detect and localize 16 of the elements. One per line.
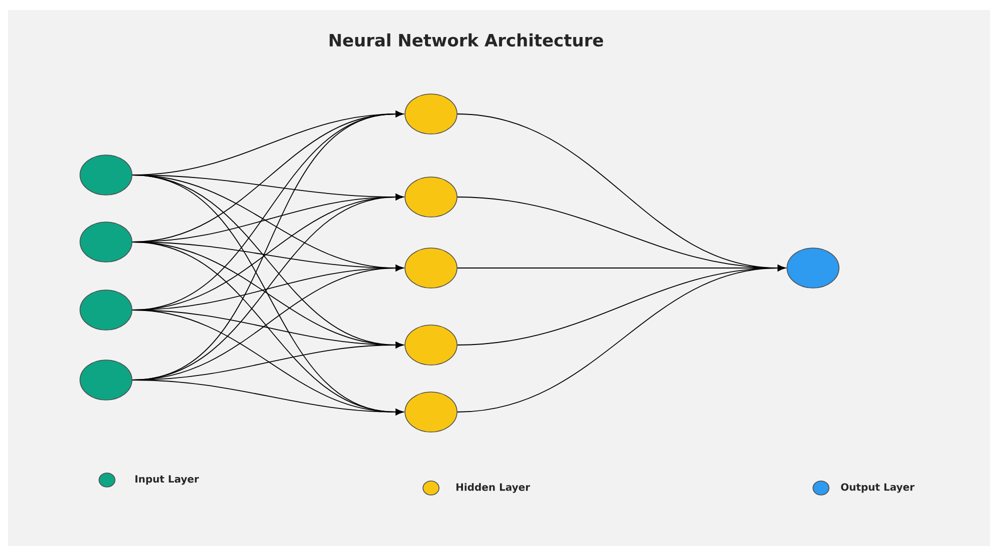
neuron-circle [80,290,132,330]
legend-label: Input Layer [135,475,199,485]
neuron-circle [404,324,458,366]
arrow [132,380,404,416]
neuron-circle [786,248,840,288]
arrow [456,264,786,412]
neuron-circle [80,222,132,262]
neuron-circle [404,94,458,134]
neuron-circle [404,392,458,432]
neuron-circle [404,248,458,288]
title: Neural Network Architecture [330,33,604,47]
legend-label: Output Layer [841,483,914,493]
neuron-circle [80,154,132,196]
neuron-circle [404,176,458,218]
neuron-circle [80,360,132,400]
legend-label: Hidden Layer [456,483,530,493]
